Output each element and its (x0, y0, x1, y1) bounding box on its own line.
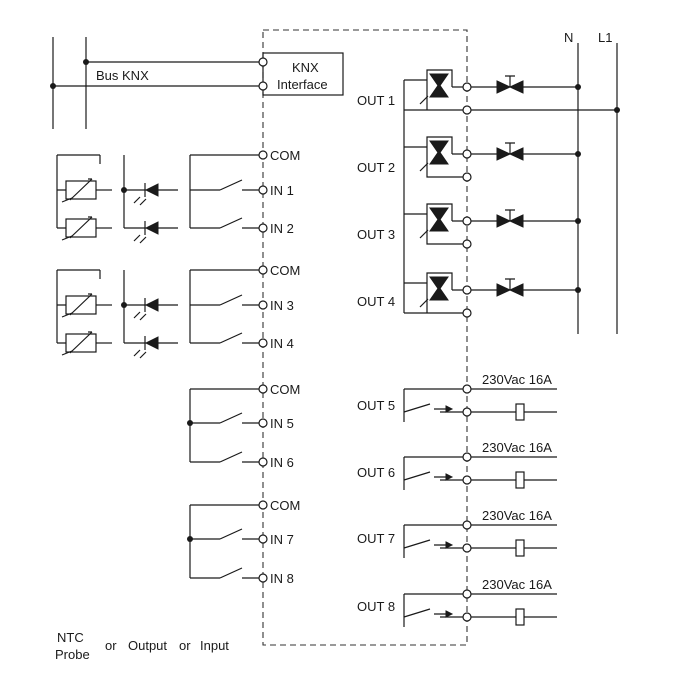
input-group-4: COM IN 7 IN 8 (187, 498, 300, 586)
legend: NTC Probe or Output or Input (55, 630, 229, 662)
triac-output-4: OUT 4 (357, 272, 581, 318)
triac-output-3: OUT 3 (357, 203, 581, 249)
relay-output-8: OUT 8 230Vac 16A (357, 577, 557, 627)
com-4-label: COM (270, 498, 300, 513)
legend-output: Output (128, 638, 167, 653)
com-2-label: COM (270, 263, 300, 278)
out-2-label: OUT 2 (357, 160, 395, 175)
neutral-label: N (564, 30, 573, 45)
in-1-label: IN 1 (270, 183, 294, 198)
relay-output-6: OUT 6 230Vac 16A (357, 440, 557, 490)
switch-input-icon (187, 504, 259, 579)
legend-or-2: or (179, 638, 191, 653)
out-5-rating: 230Vac 16A (482, 372, 552, 387)
out-3-label: OUT 3 (357, 227, 395, 242)
out-8-label: OUT 8 (357, 599, 395, 614)
ntc-probe-icon (56, 154, 112, 241)
legend-probe: Probe (55, 647, 90, 662)
device-boundary (262, 29, 468, 646)
triac-output-1: OUT 1 (357, 69, 581, 115)
out-4-label: OUT 4 (357, 294, 395, 309)
out-1-label: OUT 1 (357, 93, 395, 108)
com-1-label: COM (270, 148, 300, 163)
out-8-rating: 230Vac 16A (482, 577, 552, 592)
switch-input-icon (189, 269, 259, 344)
in-7-label: IN 7 (270, 532, 294, 547)
out-6-rating: 230Vac 16A (482, 440, 552, 455)
com-3-label: COM (270, 382, 300, 397)
out-6-label: OUT 6 (357, 465, 395, 480)
legend-or-1: or (105, 638, 117, 653)
knx-interface: KNX Interface (258, 52, 344, 96)
input-group-1: COM IN 1 IN 2 (56, 148, 300, 244)
out-5-label: OUT 5 (357, 398, 395, 413)
relay-output-7: OUT 7 230Vac 16A (357, 508, 557, 558)
led-input-icon (121, 270, 178, 359)
bus-knx-label: Bus KNX (96, 68, 149, 83)
ntc-probe-icon (56, 269, 112, 356)
triac-output-2: OUT 2 (357, 136, 581, 182)
in-2-label: IN 2 (270, 221, 294, 236)
led-input-icon (121, 155, 178, 244)
supply-rails: N L1 (467, 30, 620, 334)
legend-ntc: NTC (57, 630, 84, 645)
in-8-label: IN 8 (270, 571, 294, 586)
triac-outputs: OUT 1 OUT 2 (357, 69, 581, 318)
in-3-label: IN 3 (270, 298, 294, 313)
switch-input-icon (187, 388, 259, 463)
relay-output-5: OUT 5 230Vac 16A (357, 372, 557, 422)
in-6-label: IN 6 (270, 455, 294, 470)
line-label: L1 (598, 30, 612, 45)
knx-bus: Bus KNX (50, 37, 263, 129)
knx-interface-line2: Interface (277, 77, 328, 92)
legend-input: Input (200, 638, 229, 653)
in-4-label: IN 4 (270, 336, 294, 351)
input-group-3: COM IN 5 IN 6 (187, 382, 300, 470)
in-5-label: IN 5 (270, 416, 294, 431)
knx-interface-line1: KNX (292, 60, 319, 75)
input-group-2: COM IN 3 IN 4 (56, 263, 300, 359)
out-7-label: OUT 7 (357, 531, 395, 546)
switch-input-icon (189, 154, 259, 229)
out-7-rating: 230Vac 16A (482, 508, 552, 523)
